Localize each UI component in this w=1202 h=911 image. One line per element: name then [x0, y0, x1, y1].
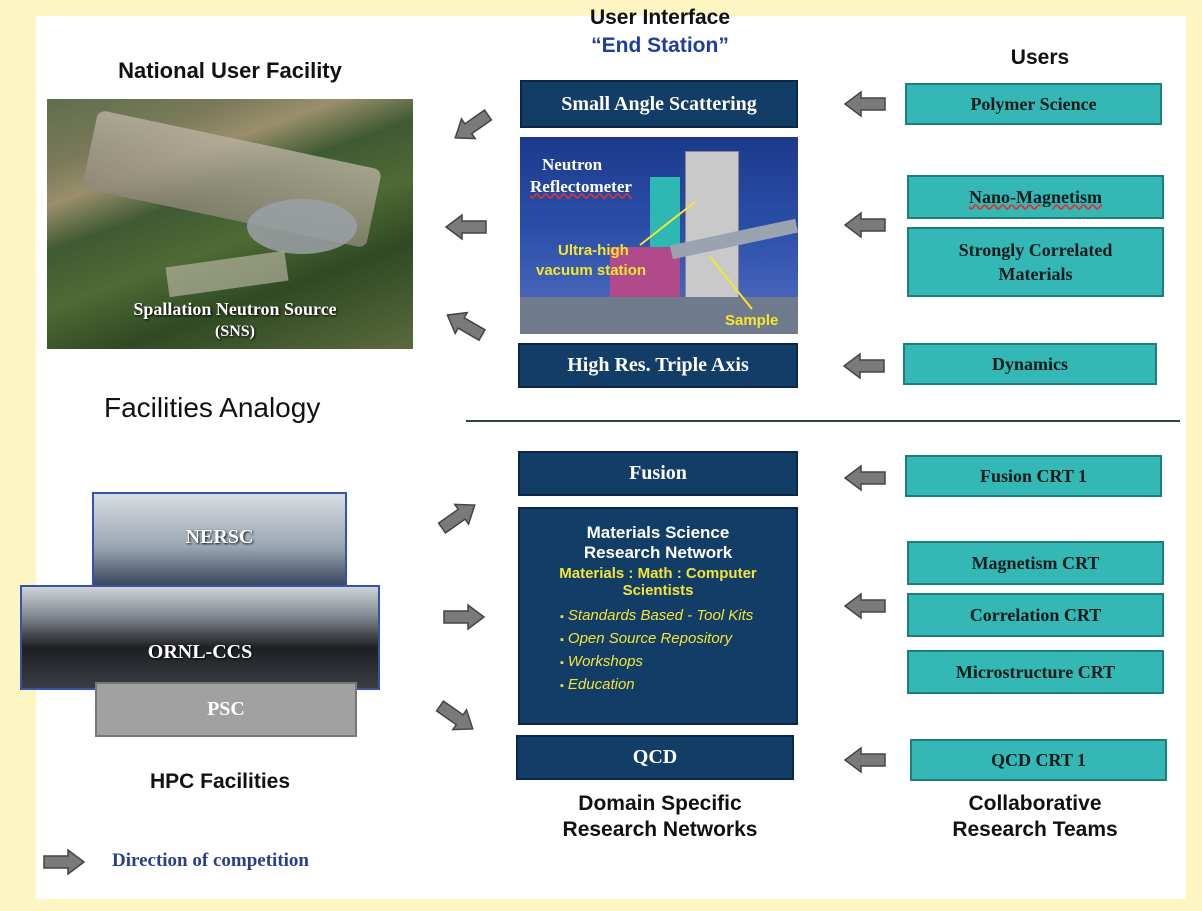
- sns-aerial-photo: Spallation Neutron Source (SNS): [47, 99, 413, 349]
- header-collaborative-line1: Collaborative: [968, 792, 1102, 815]
- header-end-station: “End Station”: [591, 34, 729, 57]
- msrn-subtitle-line2: Scientists: [622, 582, 694, 599]
- vacuum-label-line1: Ultra-high: [558, 242, 629, 259]
- crt-correlation: Correlation CRT: [907, 593, 1164, 637]
- arrow-icon: [844, 465, 886, 491]
- msrn-bullet: Standards Based - Tool Kits: [560, 605, 796, 628]
- header-collaborative-line2: Research Teams: [952, 818, 1118, 841]
- user-polymer-science: Polymer Science: [905, 83, 1162, 125]
- network-fusion: Fusion: [518, 451, 798, 496]
- header-hpc-facilities: HPC Facilities: [149, 770, 291, 793]
- sample-label: Sample: [725, 312, 779, 329]
- psc-label: PSC: [207, 698, 245, 720]
- ornl-ccs-label: ORNL-CCS: [147, 641, 253, 663]
- arrow-icon: [844, 747, 886, 773]
- crt-microstructure: Microstructure CRT: [907, 650, 1164, 694]
- arrow-icon: [434, 494, 483, 539]
- header-user-interface: User Interface: [589, 6, 731, 29]
- ornl-ccs-machine-photo: ORNL-CCS: [20, 585, 380, 690]
- neutron-reflectometer-scene: Neutron Reflectometer Ultra-high vacuum …: [520, 137, 798, 334]
- sns-caption-line1: Spallation Neutron Source: [133, 299, 337, 319]
- end-station-small-angle-scattering: Small Angle Scattering: [520, 80, 798, 128]
- arrow-icon: [447, 104, 496, 149]
- reflectometer-label-line2: Reflectometer: [530, 177, 632, 196]
- arrow-icon: [432, 695, 481, 740]
- user-nano-magnetism: Nano-Magnetism: [907, 175, 1164, 219]
- header-national-user-facility: National User Facility: [118, 58, 342, 83]
- msrn-title-line2: Research Network: [583, 543, 733, 562]
- arrow-icon: [844, 593, 886, 619]
- nano-magnetism-label: Nano-Magnetism: [969, 186, 1102, 207]
- msrn-subtitle-line1: Materials : Math : Computer: [559, 565, 757, 582]
- end-station-high-res-triple-axis: High Res. Triple Axis: [518, 343, 798, 388]
- msrn-bullet-list: Standards Based - Tool Kits Open Source …: [520, 605, 796, 697]
- section-divider: [466, 420, 1180, 422]
- arrow-icon: [443, 604, 485, 630]
- facilities-analogy-label: Facilities Analogy: [104, 392, 321, 423]
- legend-label: Direction of competition: [112, 850, 309, 871]
- reflectometer-pointer-lines: [639, 201, 753, 310]
- arrow-icon: [440, 303, 489, 347]
- arrow-icon: [843, 353, 885, 379]
- psc-box: PSC: [95, 682, 357, 737]
- arrow-icon: [844, 212, 886, 238]
- msrn-title-line1: Materials Science: [586, 523, 730, 542]
- msrn-bullet: Open Source Repository: [560, 628, 796, 651]
- crt-magnetism: Magnetism CRT: [907, 541, 1164, 585]
- header-domain-specific-line1: Domain Specific: [578, 792, 742, 815]
- msrn-bullet: Workshops: [560, 651, 796, 674]
- sns-caption-line2: (SNS): [214, 323, 255, 340]
- strongly-correlated-line2: Materials: [998, 264, 1073, 284]
- crt-fusion: Fusion CRT 1: [905, 455, 1162, 497]
- crt-qcd: QCD CRT 1: [910, 739, 1167, 781]
- msrn-bullet: Education: [560, 674, 796, 697]
- arrow-icon: [445, 214, 487, 240]
- network-qcd: QCD: [516, 735, 794, 780]
- vacuum-label-line2: vacuum station: [536, 262, 647, 279]
- arrow-icon: [844, 91, 886, 117]
- strongly-correlated-line1: Strongly Correlated: [958, 239, 1113, 260]
- user-strongly-correlated-materials: Strongly Correlated Materials: [907, 227, 1164, 297]
- network-materials-science: Materials Science Research Network Mater…: [518, 507, 798, 725]
- legend-arrow-icon: [43, 849, 85, 875]
- nersc-label: NERSC: [185, 526, 254, 548]
- user-dynamics: Dynamics: [903, 343, 1157, 385]
- header-domain-specific-line2: Research Networks: [562, 818, 758, 841]
- reflectometer-label-line1: Neutron: [542, 155, 603, 174]
- header-users: Users: [1010, 46, 1070, 69]
